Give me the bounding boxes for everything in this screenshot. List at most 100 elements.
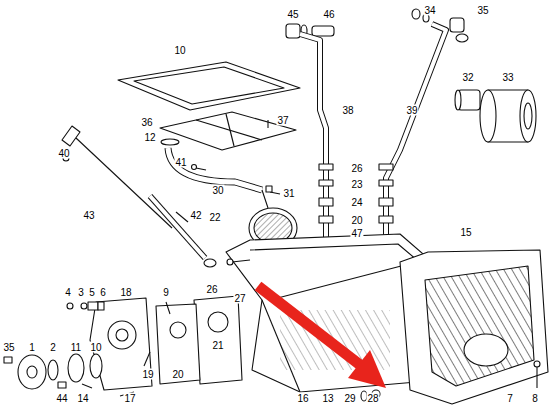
part-stroke	[161, 139, 179, 145]
callout-number: 36	[140, 117, 153, 128]
part-stroke	[150, 196, 205, 258]
callout-number: 20	[171, 369, 184, 380]
callout-number: 23	[350, 179, 363, 190]
part-stroke	[520, 90, 536, 142]
part-stroke	[319, 164, 333, 170]
part-stroke	[386, 24, 446, 250]
callout-number: 26	[350, 163, 363, 174]
part-stroke	[208, 312, 228, 332]
part-stroke	[266, 186, 272, 192]
part-stroke	[144, 352, 150, 366]
part-stroke	[88, 302, 98, 310]
part-stroke	[98, 302, 104, 310]
part-stroke	[480, 90, 496, 142]
callout-number: 45	[286, 9, 299, 20]
callout-number: 4	[64, 287, 72, 298]
callout-number: 44	[55, 393, 68, 404]
part-stroke	[4, 357, 12, 363]
callout-number: 46	[322, 9, 335, 20]
callout-number: 39	[405, 105, 418, 116]
callout-number: 35	[476, 5, 489, 16]
part-stroke	[68, 354, 84, 382]
callout-number: 20	[350, 215, 363, 226]
part-stroke	[455, 90, 461, 110]
part-stroke	[400, 250, 548, 404]
part-stroke	[262, 190, 268, 208]
part-stroke	[156, 304, 200, 384]
callout-number: 41	[174, 157, 187, 168]
part-stroke	[160, 112, 296, 150]
callout-number: 3	[77, 287, 85, 298]
part-stroke	[226, 114, 234, 146]
callout-number: 12	[143, 132, 156, 143]
callout-number: 30	[211, 185, 224, 196]
callout-number: 5	[88, 287, 96, 298]
part-stroke	[412, 9, 420, 19]
callout-number: 19	[141, 369, 154, 380]
callout-number: 1	[28, 342, 36, 353]
part-stroke	[386, 24, 446, 250]
callout-number: 8	[531, 393, 539, 404]
callout-number: 40	[57, 148, 70, 159]
part-stroke	[27, 366, 37, 378]
part-stroke	[524, 103, 532, 129]
part-stroke	[379, 198, 393, 206]
part-stroke	[82, 384, 92, 388]
part-stroke	[196, 120, 262, 140]
part-stroke	[150, 196, 205, 258]
part-stroke	[192, 165, 197, 170]
callout-number: 32	[461, 72, 474, 83]
callout-number: 35	[2, 342, 15, 353]
callout-number: 38	[341, 105, 354, 116]
part-stroke	[58, 382, 66, 388]
callout-number: 9	[162, 287, 170, 298]
part-stroke	[134, 67, 284, 104]
callout-number: 14	[76, 393, 89, 404]
callout-number: 33	[501, 72, 514, 83]
callout-number: 37	[276, 115, 289, 126]
part-stroke	[319, 216, 333, 223]
part-stroke	[267, 120, 268, 128]
callout-number: 2	[49, 342, 57, 353]
callout-number: 21	[211, 340, 224, 351]
part-stroke	[67, 303, 73, 309]
callout-number: 31	[282, 188, 295, 199]
callout-number: 13	[321, 393, 334, 404]
part-stroke	[319, 198, 333, 206]
callout-number: 10	[89, 342, 102, 353]
part-stroke	[286, 24, 300, 38]
part-stroke	[258, 286, 364, 368]
part-stroke	[450, 18, 464, 32]
callout-number: 24	[350, 197, 363, 208]
callout-number: 10	[173, 45, 186, 56]
part-stroke	[116, 329, 128, 341]
part-stroke	[464, 334, 508, 366]
part-stroke	[348, 350, 386, 388]
callout-number: 7	[506, 393, 514, 404]
callout-number: 22	[208, 212, 221, 223]
callout-number: 28	[366, 393, 379, 404]
part-stroke	[194, 296, 242, 384]
part-stroke	[250, 244, 424, 266]
callout-number: 29	[343, 393, 356, 404]
part-stroke	[456, 34, 468, 42]
callout-number: 47	[350, 228, 363, 239]
callout-number: 43	[82, 210, 95, 221]
callout-number: 11	[70, 342, 82, 353]
part-stroke	[536, 366, 537, 388]
part-stroke	[379, 164, 393, 170]
part-stroke	[76, 138, 172, 228]
callout-number: 15	[459, 227, 472, 238]
part-stroke	[90, 354, 102, 378]
part-stroke	[425, 266, 534, 386]
part-stroke	[48, 360, 58, 380]
part-stroke	[227, 259, 233, 265]
callout-number: 6	[99, 287, 107, 298]
callout-number: 27	[233, 293, 246, 304]
callout-number: 18	[119, 287, 132, 298]
part-stroke	[319, 180, 333, 186]
part-stroke	[81, 303, 87, 309]
part-stroke	[196, 168, 206, 170]
